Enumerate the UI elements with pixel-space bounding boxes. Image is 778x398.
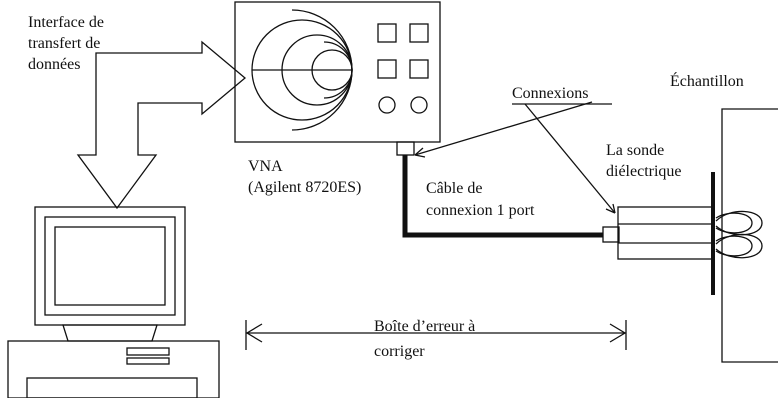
error-box-arrow — [245, 320, 627, 350]
vna-label-line1: VNA — [248, 158, 283, 175]
vna-instrument — [234, 1, 441, 156]
data-transfer-arrow — [76, 40, 247, 210]
sample — [721, 108, 778, 363]
connexions-pointer-lines — [414, 101, 616, 214]
computer — [7, 206, 220, 398]
error-box-label-line2: corriger — [374, 343, 425, 360]
vna-port — [396, 141, 415, 156]
error-box-label-line1: Boîte d’erreur à — [374, 318, 476, 335]
interface-label-line2: transfert de — [28, 35, 101, 52]
interface-label-line1: Interface de — [28, 14, 104, 31]
coaxial-cable — [402, 155, 603, 238]
cable-label-line1: Câble de — [426, 180, 483, 197]
sonde-label-line2: diélectrique — [606, 163, 682, 180]
vna-label-line2: (Agilent 8720ES) — [248, 179, 362, 196]
connexions-label: Connexions — [512, 85, 589, 102]
cable-label-line2: connexion 1 port — [426, 202, 535, 219]
dielectric-probe — [602, 206, 763, 260]
sonde-label-line1: La sonde — [606, 142, 665, 159]
echantillon-label: Échantillon — [670, 73, 744, 90]
interface-label-line3: données — [28, 56, 81, 73]
